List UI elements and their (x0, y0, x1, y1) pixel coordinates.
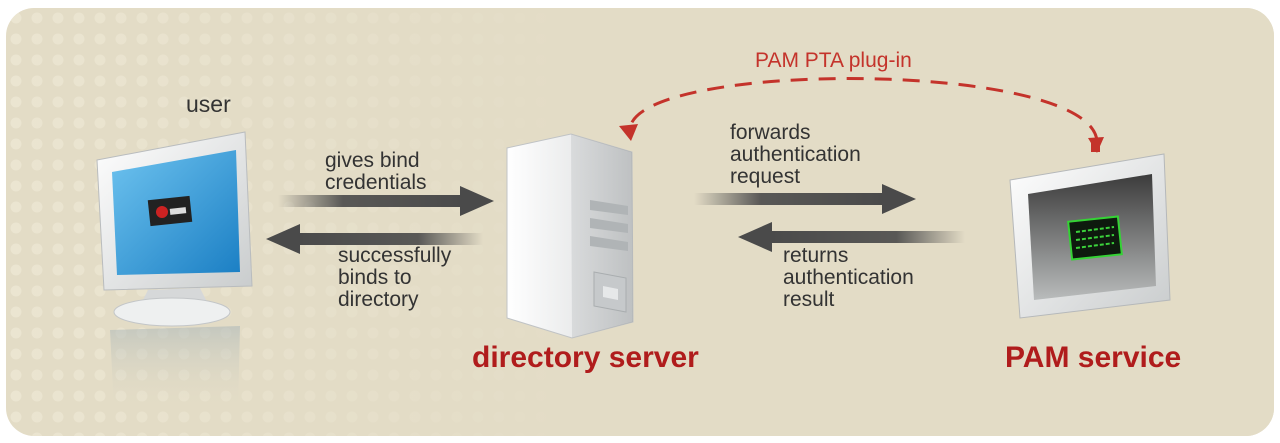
pam-service-label: PAM service (1005, 341, 1182, 374)
binds-line3: directory (338, 288, 419, 311)
edge-arrow-forwards-request (694, 184, 916, 214)
forwards-line2: authentication (730, 143, 861, 166)
pam-monitor-icon (1009, 153, 1171, 319)
user-monitor-icon (96, 131, 253, 410)
gives-bind-line1: gives bind (325, 149, 420, 172)
edge-arrow-returns-result (738, 222, 965, 252)
returns-line3: result (783, 288, 835, 311)
server-tower-icon (506, 133, 634, 339)
returns-line1: returns (783, 244, 849, 267)
returns-line2: authentication (783, 266, 914, 289)
forwards-line1: forwards (730, 121, 811, 144)
forwards-line3: request (730, 165, 801, 188)
gives-bind-line2: credentials (325, 171, 427, 194)
binds-line2: binds to (338, 266, 412, 289)
edge-arrow-gives-bind (278, 186, 494, 216)
plugin-label: PAM PTA plug-in (755, 49, 912, 72)
user-label: user (186, 91, 231, 117)
binds-line1: successfully (338, 244, 452, 267)
edge-arrow-successful-bind (266, 224, 483, 254)
plugin-dashed-arc (619, 77, 1104, 153)
directory-server-label: directory server (472, 341, 699, 374)
